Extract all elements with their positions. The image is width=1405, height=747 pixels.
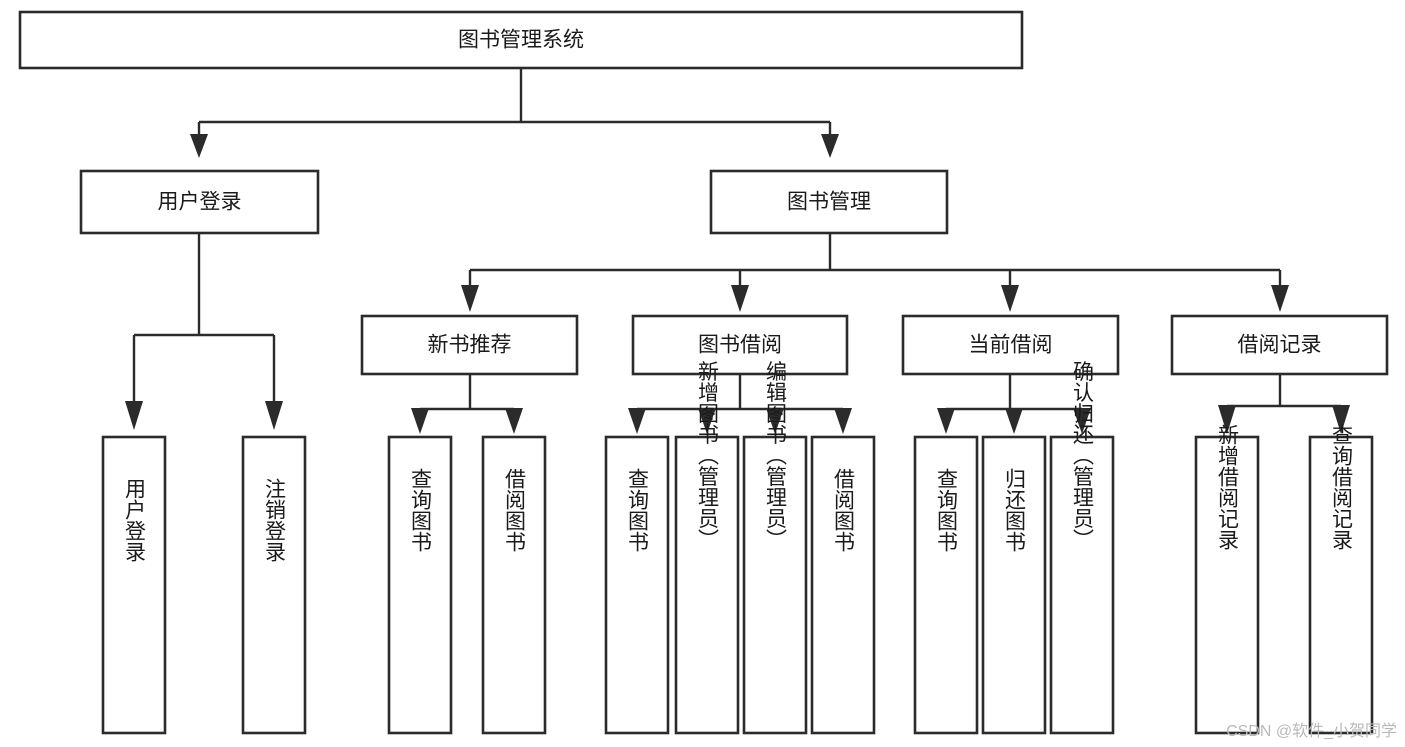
node-book-management-rect[interactable] [709,169,949,235]
node-root-system-label: 图书管理系统 [458,29,584,52]
node-leaf-add-borrow-record-rect[interactable] [1194,435,1260,735]
arrow-head-leaf-query-book-recommend [411,408,429,434]
node-leaf-query-book-borrow-label: 查询图书 [626,468,650,552]
node-leaf-user-login-rect[interactable] [101,435,167,735]
node-leaf-borrow-book-label: 借阅图书 [832,468,856,552]
node-leaf-borrow-book-recommend[interactable]: 借阅图书 [481,435,547,735]
node-leaf-query-book-borrow-rect[interactable] [604,435,670,735]
node-leaf-add-book-label: 新增图书（管理员） [696,361,720,550]
node-book-borrow[interactable]: 图书借阅 [631,314,849,376]
arrow-head-leaf-query-borrow-record [1332,405,1350,434]
node-new-book-recommend-rect[interactable] [360,314,579,376]
arrow-head-leaf-query-book-current [937,408,955,434]
node-leaf-borrow-book[interactable]: 借阅图书 [810,435,876,735]
node-leaf-add-borrow-record-label: 新增借阅记录 [1216,424,1240,550]
node-leaf-query-book-recommend[interactable]: 查询图书 [387,435,453,735]
node-leaf-edit-book[interactable]: 编辑图书（管理员） [742,361,808,735]
node-leaf-query-book-recommend-label: 查询图书 [409,468,433,552]
arrow-head-leaf-confirm-return [1073,408,1091,434]
node-new-book-recommend-label: 新书推荐 [428,334,512,357]
node-leaf-edit-book-label: 编辑图书（管理员） [764,361,788,550]
node-leaf-add-borrow-record[interactable]: 新增借阅记录 [1194,424,1260,735]
node-leaf-query-borrow-record-label: 查询借阅记录 [1330,424,1354,550]
node-root-system-rect[interactable] [18,10,1024,70]
node-book-borrow-label: 图书借阅 [698,334,782,357]
node-leaf-edit-book-rect[interactable] [742,435,808,735]
node-leaf-borrow-book-recommend-label: 借阅图书 [503,468,527,552]
node-leaf-logout-label: 注销登录 [263,478,287,562]
node-leaf-query-borrow-record[interactable]: 查询借阅记录 [1308,424,1374,735]
node-leaf-query-book-recommend-rect[interactable] [387,435,453,735]
node-current-borrow[interactable]: 当前借阅 [901,314,1120,376]
node-user-login-label: 用户登录 [158,191,242,214]
arrow-head-borrow-record [1271,285,1289,312]
node-leaf-borrow-book-recommend-rect[interactable] [481,435,547,735]
arrow-head-leaf-borrow-book-recommend [505,408,523,434]
arrow-head-book-management [821,134,839,158]
node-leaf-logout-rect[interactable] [241,435,307,735]
node-book-management-label: 图书管理 [787,191,871,214]
node-user-login[interactable]: 用户登录 [79,169,320,235]
node-leaf-return-book[interactable]: 归还图书 [981,435,1047,735]
node-leaf-query-borrow-record-rect[interactable] [1308,435,1374,735]
node-leaf-return-book-rect[interactable] [981,435,1047,735]
node-user-login-rect[interactable] [79,169,320,235]
node-borrow-record-label: 借阅记录 [1238,334,1322,357]
node-borrow-record[interactable]: 借阅记录 [1170,314,1389,376]
arrow-head-leaf-query-book-borrow [628,408,646,434]
node-leaf-return-book-label: 归还图书 [1003,468,1027,552]
node-book-borrow-rect[interactable] [631,314,849,376]
node-leaf-confirm-return-rect[interactable] [1049,435,1115,735]
arrow-head-leaf-borrow-book [834,408,852,434]
arrow-head-leaf-user-login [125,401,143,430]
node-book-management[interactable]: 图书管理 [709,169,949,235]
node-borrow-record-rect[interactable] [1170,314,1389,376]
node-leaf-confirm-return[interactable]: 确认归还（管理员） [1049,361,1115,735]
connector-group [125,68,1350,434]
node-leaf-confirm-return-label: 确认归还（管理员） [1071,361,1095,550]
node-leaf-add-book-rect[interactable] [674,435,740,735]
node-leaf-logout[interactable]: 注销登录 [241,435,307,735]
node-leaf-add-book[interactable]: 新增图书（管理员） [674,361,740,735]
node-leaf-query-book-borrow[interactable]: 查询图书 [604,435,670,735]
node-current-borrow-rect[interactable] [901,314,1120,376]
node-root-system[interactable]: 图书管理系统 [18,10,1024,70]
node-leaf-query-book-current[interactable]: 查询图书 [913,435,979,735]
node-current-borrow-label: 当前借阅 [969,334,1053,357]
arrow-head-user-login [190,134,208,158]
arrow-head-current-borrow [1001,285,1019,312]
node-leaf-user-login-label: 用户登录 [123,478,147,562]
node-leaf-query-book-current-rect[interactable] [913,435,979,735]
node-leaf-borrow-book-rect[interactable] [810,435,876,735]
arrow-head-leaf-return-book [1005,408,1023,434]
node-leaf-query-book-current-label: 查询图书 [935,468,959,552]
arrow-head-leaf-add-book [698,408,716,434]
arrow-head-leaf-edit-book [766,408,784,434]
arrow-head-leaf-add-borrow-record [1218,405,1236,434]
arrow-head-new-book-recommend [461,285,479,312]
arrow-head-leaf-logout [265,401,283,430]
node-leaf-user-login[interactable]: 用户登录 [101,435,167,735]
node-new-book-recommend[interactable]: 新书推荐 [360,314,579,376]
arrow-head-book-borrow [731,285,749,312]
